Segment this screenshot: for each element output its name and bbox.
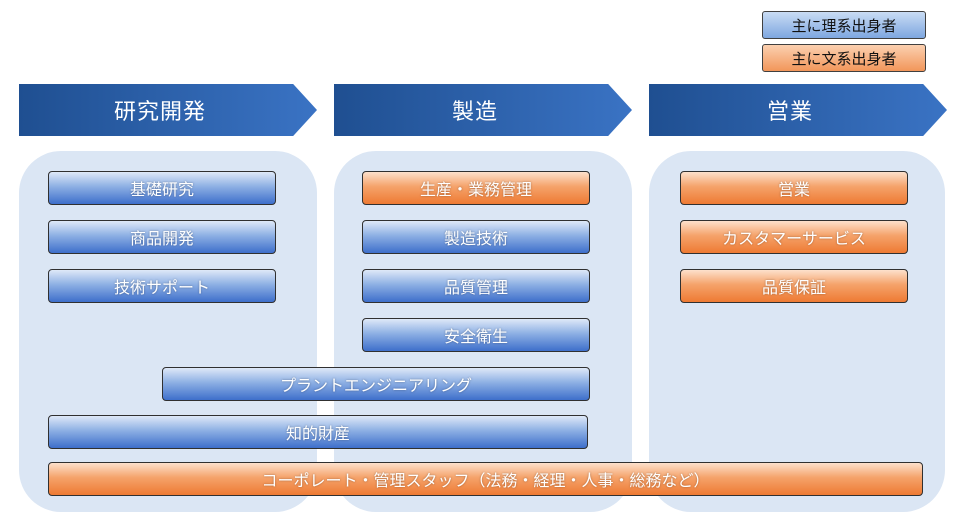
header-research: 研究開発 [19, 84, 317, 136]
header-manufacturing: 製造 [334, 84, 632, 136]
box-manufacturing-technology: 製造技術 [362, 220, 590, 254]
box-product-development: 商品開発 [48, 220, 276, 254]
legend-science: 主に理系出身者 [762, 11, 926, 39]
box-basic-research: 基礎研究 [48, 171, 276, 205]
legend-humanities: 主に文系出身者 [762, 44, 926, 72]
panel-research [19, 151, 317, 512]
box-customer-service: カスタマーサービス [680, 220, 908, 254]
header-sales: 営業 [649, 84, 947, 136]
box-sales: 営業 [680, 171, 908, 205]
box-intellectual-property: 知的財産 [48, 415, 588, 449]
box-quality-assurance: 品質保証 [680, 269, 908, 303]
box-safety-hygiene: 安全衛生 [362, 318, 590, 352]
box-corporate-staff: コーポレート・管理スタッフ（法務・経理・人事・総務など） [48, 462, 923, 496]
box-technical-support: 技術サポート [48, 269, 276, 303]
box-plant-engineering: プラントエンジニアリング [162, 367, 590, 401]
box-quality-control: 品質管理 [362, 269, 590, 303]
box-production-management: 生産・業務管理 [362, 171, 590, 205]
panel-sales [649, 151, 945, 512]
